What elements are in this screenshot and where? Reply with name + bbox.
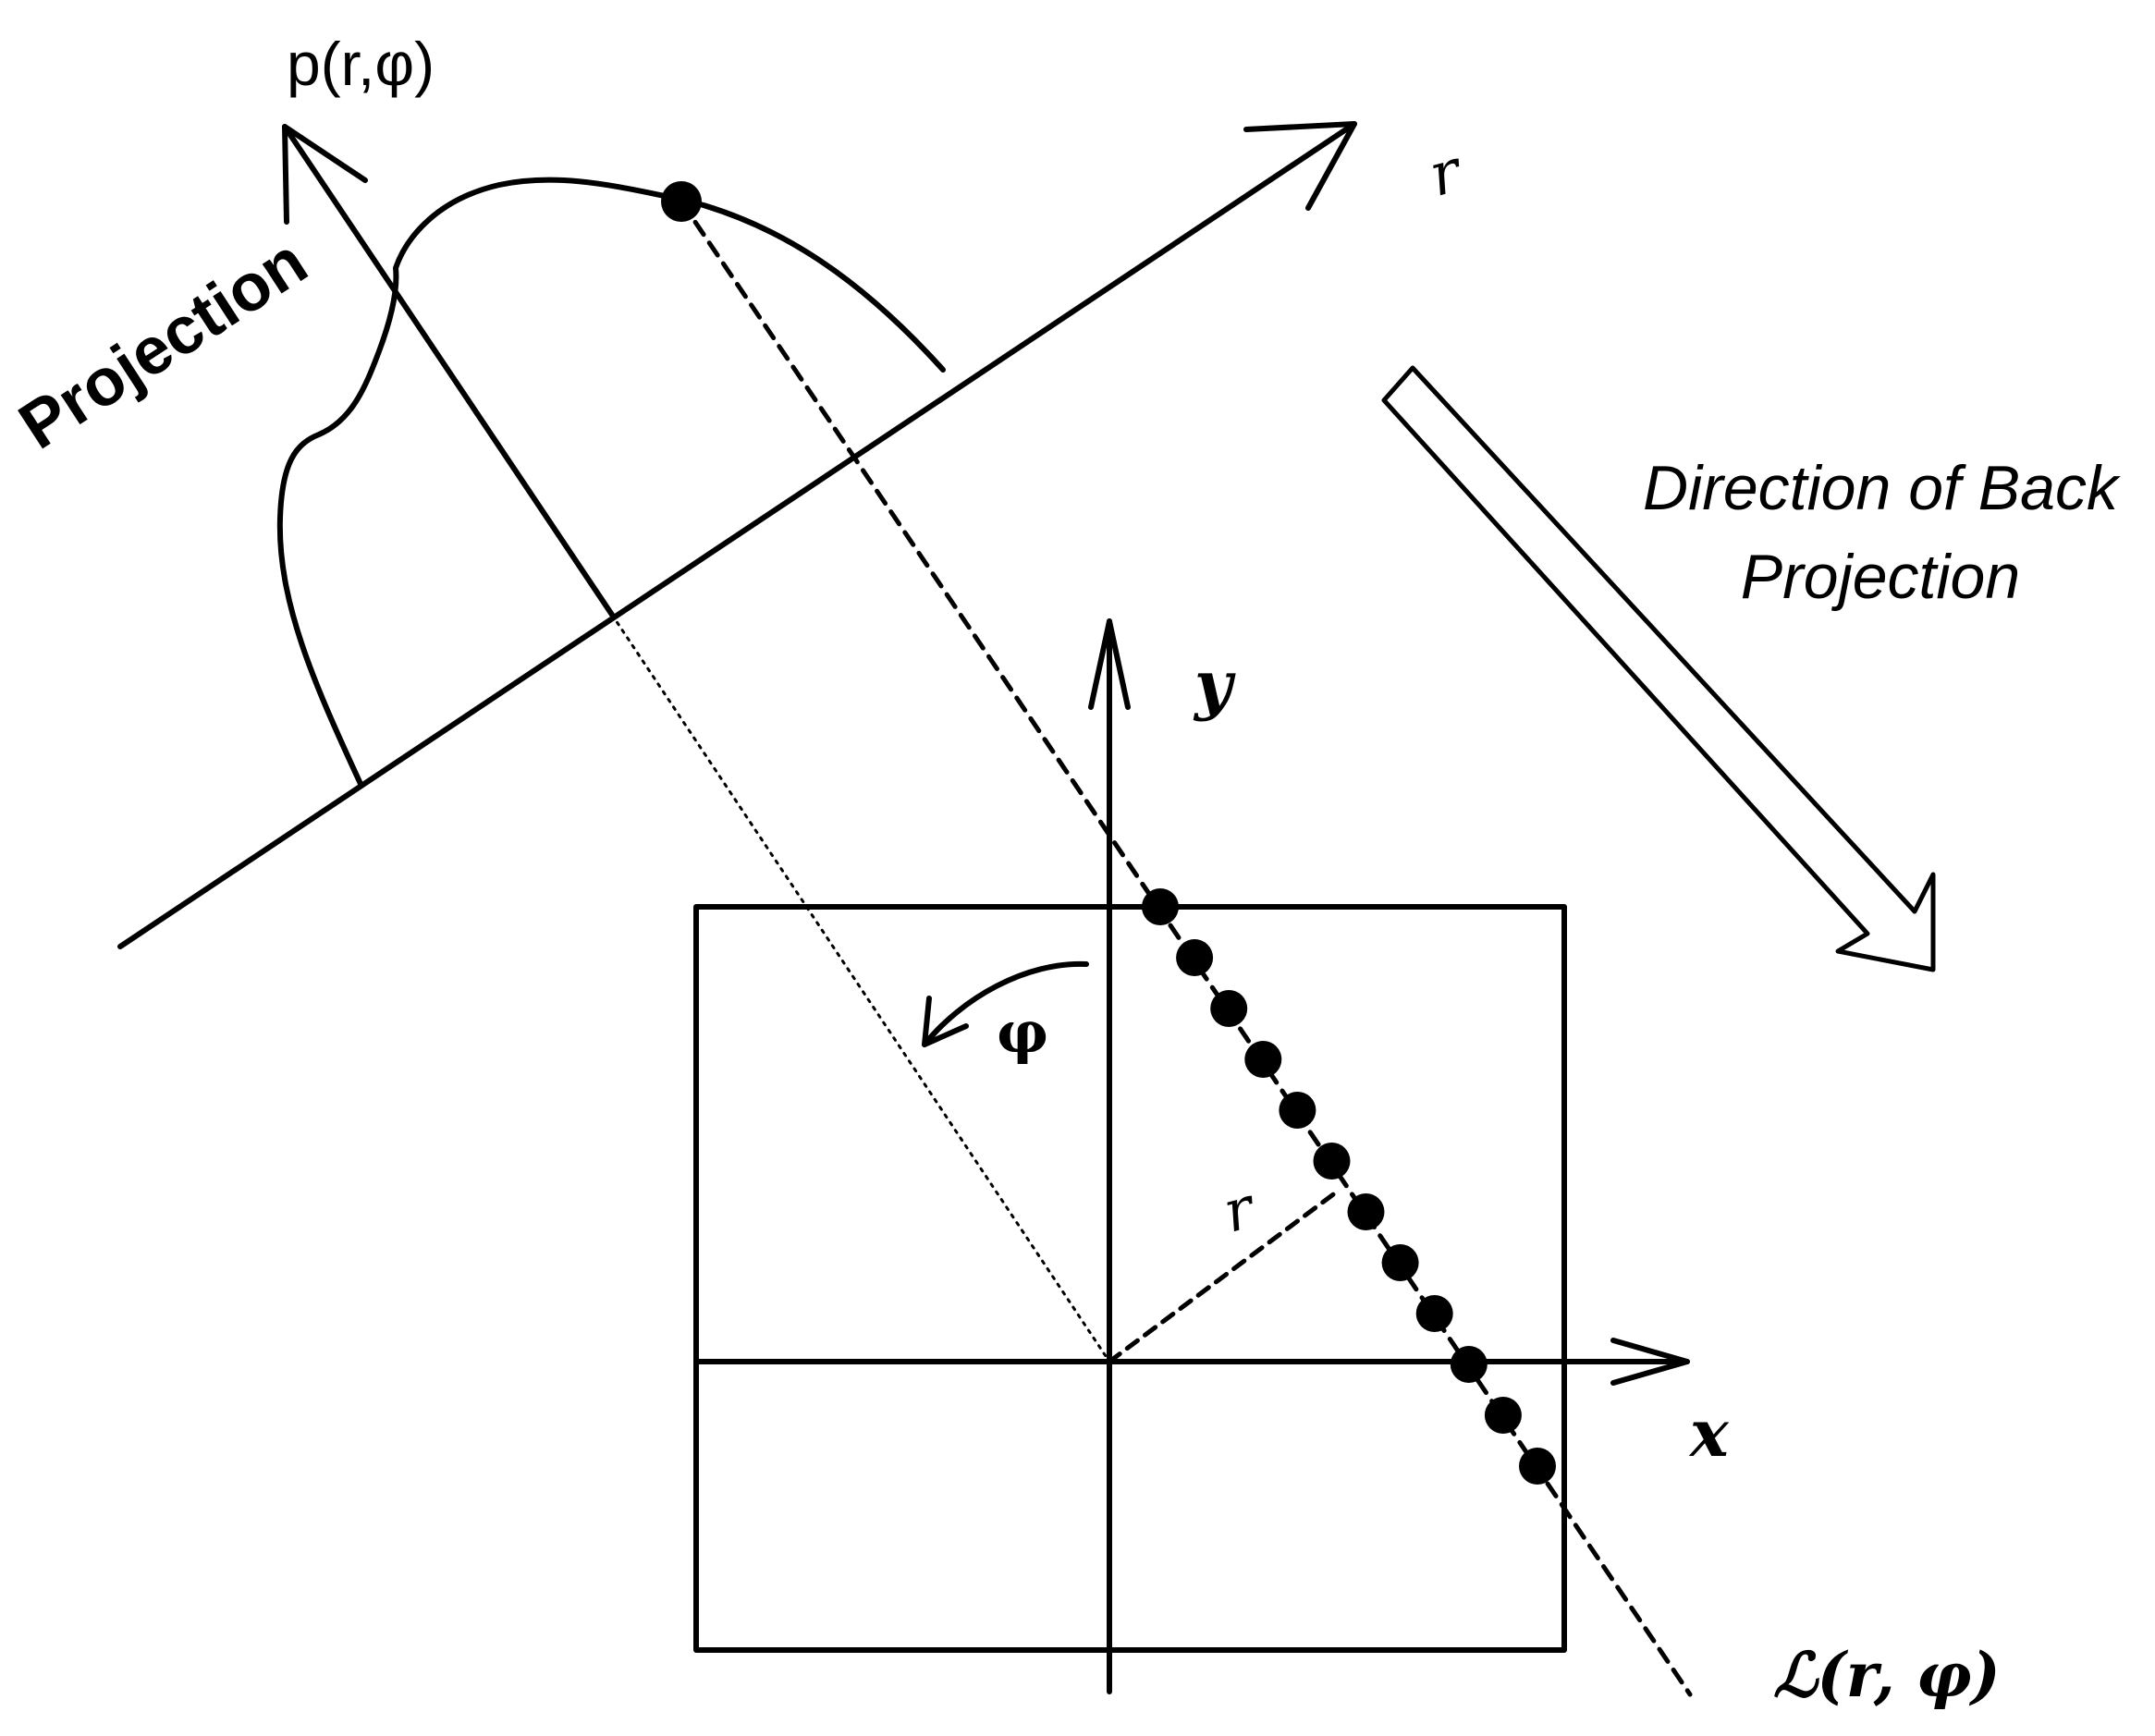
line-samples [1142,888,1556,1485]
line-sample-point [1142,888,1179,925]
r-axis-arrowhead [1243,121,1357,211]
x-axis-label: x [1688,1395,1730,1472]
image-region [693,904,1567,1653]
line-label: ℒ(r, φ) [1773,1639,2001,1711]
projection-axis-arrowhead [282,124,368,225]
direction-label-line2: Projection [1741,542,2020,612]
line-sample-point [1210,990,1248,1027]
r-distance-dashed [1107,1190,1339,1364]
y-axis-arrowhead [1088,618,1131,710]
line-sample-point [1347,1193,1385,1230]
direction-label-line1: Direction of Back [1643,453,2121,523]
line-sample-point [1415,1295,1453,1332]
line-sample-point [1381,1244,1419,1281]
line-sample-point [1279,1092,1316,1129]
line-sample-point [1176,939,1214,976]
r-distance-label: r [1217,1173,1264,1246]
projection-axis-line [282,124,615,617]
x-axis-arrowhead [1610,1338,1690,1386]
y-axis-label: y [1193,646,1236,723]
line-sample-point [1450,1346,1488,1383]
line-sample-point [1313,1143,1351,1180]
direction-arrow [1381,365,1936,972]
projection-label: Projection [6,225,320,464]
line-sample-point [1519,1448,1556,1485]
r-axis-label: r [1423,137,1471,211]
line-sample-point [1484,1397,1522,1434]
phi-label: φ [997,998,1048,1066]
projection-axis-label: p(r,φ) [287,30,435,98]
normal-dotted-line [610,613,1111,1363]
phi-rotation-arrow [922,960,1089,1047]
line-sample-point [1244,1041,1282,1078]
projection-profile-curve [276,177,946,787]
r-axis-line [117,121,1357,949]
phi-arrowhead [922,996,969,1047]
